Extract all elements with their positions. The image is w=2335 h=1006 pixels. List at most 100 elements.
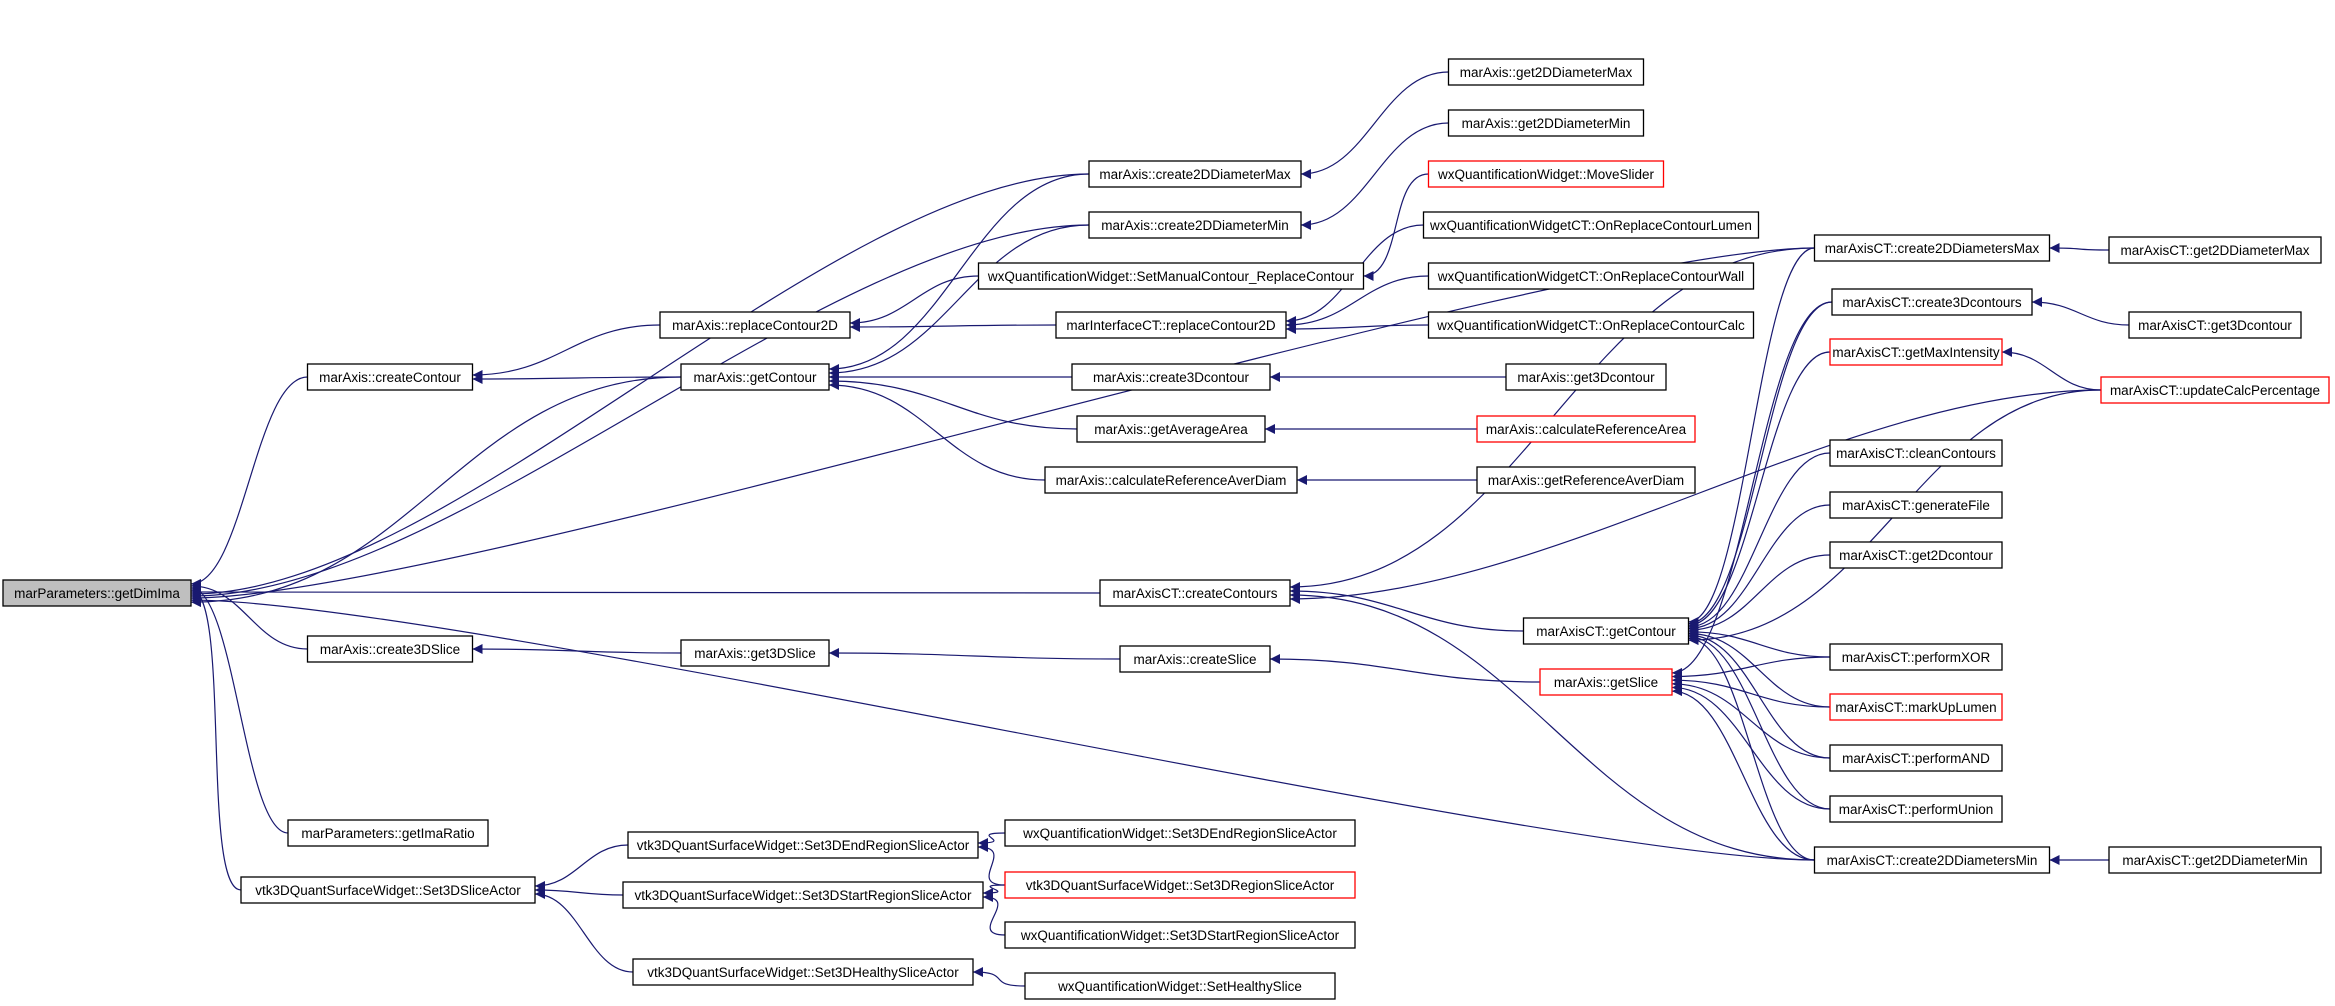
node-box-set-start-region[interactable]: [622, 881, 984, 909]
node-calc-ref-area[interactable]: marAxis::calculateReferenceArea: [1476, 415, 1696, 443]
node-ct-get-max-intensity[interactable]: marAxisCT::getMaxIntensity: [1829, 338, 2003, 366]
node-create-slice[interactable]: marAxis::createSlice: [1119, 645, 1271, 673]
node-box-set-healthy[interactable]: [632, 958, 974, 986]
node-get-average-area[interactable]: marAxis::getAverageArea: [1076, 415, 1266, 443]
node-create3-dslice[interactable]: marAxis::create3DSlice: [306, 635, 474, 663]
node-box-get-ref-aver-diam[interactable]: [1476, 466, 1696, 494]
node-set-end-region[interactable]: vtk3DQuantSurfaceWidget::Set3DEndRegionS…: [627, 831, 979, 859]
node-box-root[interactable]: [2, 579, 192, 607]
node-box-ct-create3-dcontours[interactable]: [1831, 288, 2033, 316]
node-get-ref-aver-diam[interactable]: marAxis::getReferenceAverDiam: [1476, 466, 1696, 494]
node-box-ct-get-max-intensity[interactable]: [1829, 338, 2003, 366]
node-box-create2-ddiam-max[interactable]: [1088, 160, 1302, 188]
node-box-ct-get2-ddiam-max[interactable]: [2108, 236, 2322, 264]
node-box-ct-generate-file[interactable]: [1829, 491, 2003, 519]
node-box-ct-perform-and[interactable]: [1829, 744, 2003, 772]
node-get3-dslice[interactable]: marAxis::get3DSlice: [680, 639, 830, 667]
node-box-get-average-area[interactable]: [1076, 415, 1266, 443]
node-box-ct-get2-ddiam-min[interactable]: [2108, 846, 2322, 874]
node-box-get2-ddiam-min[interactable]: [1447, 109, 1645, 137]
node-ct-mark-up-lumen[interactable]: marAxisCT::markUpLumen: [1829, 693, 2003, 721]
node-box-set3-dslice-actor[interactable]: [240, 876, 536, 904]
node-box-get-slice[interactable]: [1539, 668, 1673, 696]
node-box-create-slice[interactable]: [1119, 645, 1271, 673]
node-box-on-replace-lumen[interactable]: [1422, 211, 1760, 239]
node-box-wx-set-end-region[interactable]: [1004, 819, 1356, 847]
node-ct-create2-ddiams-max[interactable]: marAxisCT::create2DDiametersMax: [1813, 234, 2051, 262]
node-wx-set-end-region[interactable]: wxQuantificationWidget::Set3DEndRegionSl…: [1004, 819, 1356, 847]
node-on-replace-lumen[interactable]: wxQuantificationWidgetCT::OnReplaceConto…: [1422, 211, 1760, 239]
node-ct-get2-ddiam-max[interactable]: marAxisCT::get2DDiameterMax: [2108, 236, 2322, 264]
node-mi-replace-contour2-d[interactable]: marInterfaceCT::replaceContour2D: [1055, 311, 1287, 339]
node-calc-ref-aver-diam[interactable]: marAxis::calculateReferenceAverDiam: [1044, 466, 1298, 494]
node-ct-create3-dcontours[interactable]: marAxisCT::create3Dcontours: [1831, 288, 2033, 316]
node-wx-set-region[interactable]: vtk3DQuantSurfaceWidget::Set3DRegionSlic…: [1004, 871, 1356, 899]
node-ct-clean-contours[interactable]: marAxisCT::cleanContours: [1829, 439, 2003, 467]
node-box-calc-ref-area[interactable]: [1476, 415, 1696, 443]
node-ct-get-contour[interactable]: marAxisCT::getContour: [1522, 617, 1690, 645]
node-wx-set-start-region[interactable]: wxQuantificationWidget::Set3DStartRegion…: [1004, 921, 1356, 949]
node-box-create3-dslice[interactable]: [306, 635, 474, 663]
node-box-ct-update-calc-pct[interactable]: [2100, 376, 2330, 404]
node-box-ct-get-contour[interactable]: [1522, 617, 1690, 645]
node-root[interactable]: marParameters::getDimIma: [2, 579, 192, 607]
node-get-slice[interactable]: marAxis::getSlice: [1539, 668, 1673, 696]
node-box-move-slider[interactable]: [1427, 160, 1665, 188]
node-box-ct-create2-ddiams-max[interactable]: [1813, 234, 2051, 262]
node-get2-ddiam-max[interactable]: marAxis::get2DDiameterMax: [1447, 58, 1645, 86]
node-on-replace-wall[interactable]: wxQuantificationWidgetCT::OnReplaceConto…: [1427, 262, 1755, 290]
node-ct-create-contours[interactable]: marAxisCT::createContours: [1099, 579, 1291, 607]
node-create2-ddiam-min[interactable]: marAxis::create2DDiameterMin: [1088, 211, 1302, 239]
node-create3-dcontour[interactable]: marAxis::create3Dcontour: [1071, 363, 1271, 391]
node-ct-get2-ddiam-min[interactable]: marAxisCT::get2DDiameterMin: [2108, 846, 2322, 874]
node-set-healthy[interactable]: vtk3DQuantSurfaceWidget::Set3DHealthySli…: [632, 958, 974, 986]
node-box-create-contour[interactable]: [306, 363, 474, 391]
node-ct-perform-union[interactable]: marAxisCT::performUnion: [1829, 795, 2003, 823]
node-set-start-region[interactable]: vtk3DQuantSurfaceWidget::Set3DStartRegio…: [622, 881, 984, 909]
node-box-get-contour[interactable]: [680, 363, 830, 391]
node-box-get-ima-ratio[interactable]: [287, 819, 489, 847]
node-box-create3-dcontour[interactable]: [1071, 363, 1271, 391]
node-box-on-replace-calc[interactable]: [1427, 311, 1755, 339]
node-box-ct-perform-union[interactable]: [1829, 795, 2003, 823]
node-ct-perform-xor[interactable]: marAxisCT::performXOR: [1829, 643, 2003, 671]
node-box-replace-contour2-d[interactable]: [659, 311, 851, 339]
node-ct-create2-ddiams-min[interactable]: marAxisCT::create2DDiametersMin: [1813, 846, 2051, 874]
node-box-set-manual-contour[interactable]: [977, 262, 1365, 290]
node-box-get3-dcontour[interactable]: [1505, 363, 1667, 391]
node-wx-set-healthy[interactable]: wxQuantificationWidget::SetHealthySlice: [1024, 972, 1336, 1000]
node-box-ct-mark-up-lumen[interactable]: [1829, 693, 2003, 721]
node-ct-perform-and[interactable]: marAxisCT::performAND: [1829, 744, 2003, 772]
node-box-wx-set-start-region[interactable]: [1004, 921, 1356, 949]
node-get3-dcontour[interactable]: marAxis::get3Dcontour: [1505, 363, 1667, 391]
node-box-ct-create-contours[interactable]: [1099, 579, 1291, 607]
node-box-create2-ddiam-min[interactable]: [1088, 211, 1302, 239]
node-box-get2-ddiam-max[interactable]: [1447, 58, 1645, 86]
node-box-wx-set-region[interactable]: [1004, 871, 1356, 899]
node-box-get3-dslice[interactable]: [680, 639, 830, 667]
node-box-ct-create2-ddiams-min[interactable]: [1813, 846, 2051, 874]
node-create-contour[interactable]: marAxis::createContour: [306, 363, 474, 391]
node-box-set-end-region[interactable]: [627, 831, 979, 859]
node-box-wx-set-healthy[interactable]: [1024, 972, 1336, 1000]
node-get-contour[interactable]: marAxis::getContour: [680, 363, 830, 391]
node-box-ct-perform-xor[interactable]: [1829, 643, 2003, 671]
node-box-ct-get2-dcontour[interactable]: [1829, 541, 2003, 569]
node-ct-get2-dcontour[interactable]: marAxisCT::get2Dcontour: [1829, 541, 2003, 569]
node-set3-dslice-actor[interactable]: vtk3DQuantSurfaceWidget::Set3DSliceActor: [240, 876, 536, 904]
node-create2-ddiam-max[interactable]: marAxis::create2DDiameterMax: [1088, 160, 1302, 188]
node-ct-update-calc-pct[interactable]: marAxisCT::updateCalcPercentage: [2100, 376, 2330, 404]
node-ct-get3-dcontour[interactable]: marAxisCT::get3Dcontour: [2128, 311, 2302, 339]
node-box-ct-clean-contours[interactable]: [1829, 439, 2003, 467]
node-get-ima-ratio[interactable]: marParameters::getImaRatio: [287, 819, 489, 847]
node-set-manual-contour[interactable]: wxQuantificationWidget::SetManualContour…: [977, 262, 1365, 290]
node-box-on-replace-wall[interactable]: [1427, 262, 1755, 290]
node-box-calc-ref-aver-diam[interactable]: [1044, 466, 1298, 494]
node-on-replace-calc[interactable]: wxQuantificationWidgetCT::OnReplaceConto…: [1427, 311, 1755, 339]
node-box-ct-get3-dcontour[interactable]: [2128, 311, 2302, 339]
node-move-slider[interactable]: wxQuantificationWidget::MoveSlider: [1427, 160, 1665, 188]
node-box-mi-replace-contour2-d[interactable]: [1055, 311, 1287, 339]
node-ct-generate-file[interactable]: marAxisCT::generateFile: [1829, 491, 2003, 519]
node-replace-contour2-d[interactable]: marAxis::replaceContour2D: [659, 311, 851, 339]
node-get2-ddiam-min[interactable]: marAxis::get2DDiameterMin: [1447, 109, 1645, 137]
